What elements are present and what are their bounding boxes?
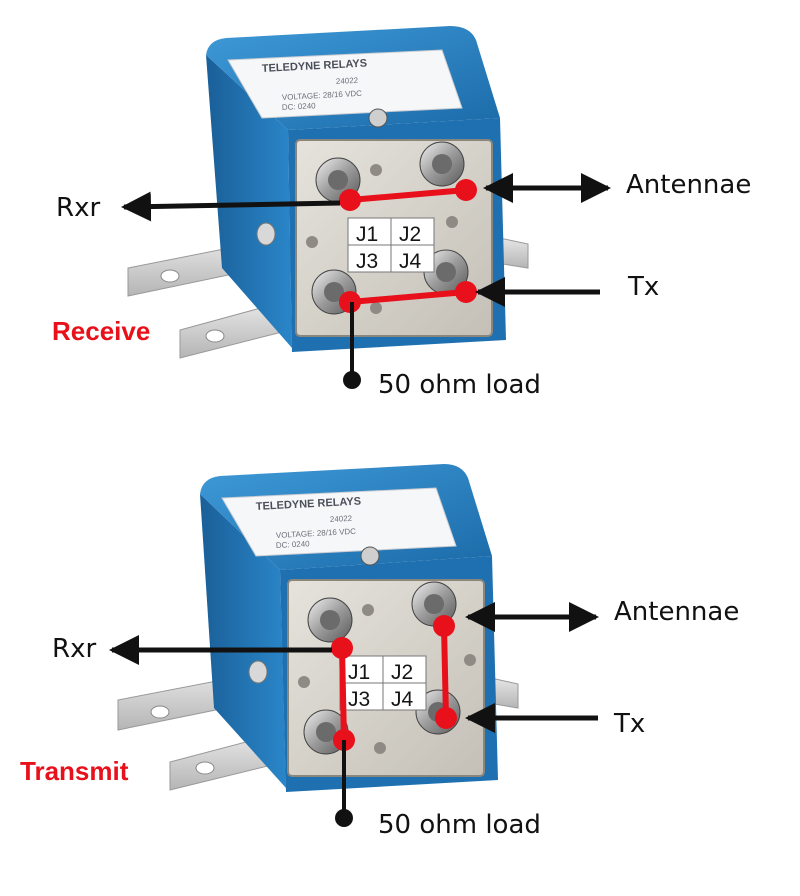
port-j2: J2 — [399, 223, 421, 246]
label-rxr: Rxr — [52, 634, 97, 664]
load-terminal-dot — [343, 371, 361, 389]
sma-connector — [411, 581, 457, 627]
load-terminal-dot — [335, 809, 353, 827]
port-j3: J3 — [356, 250, 378, 273]
relay-housing-side — [206, 55, 292, 348]
relay-receive: TELEDYNE RELAYS 24022 VOLTAGE: 28/16 VDC… — [121, 26, 611, 389]
red-path-rx-antenna — [349, 187, 467, 203]
product-label — [221, 487, 457, 557]
red-path-rx-load — [339, 647, 347, 741]
port-j1: J1 — [356, 223, 378, 246]
sma-connector — [307, 597, 353, 643]
red-path-antenna-tx — [441, 625, 449, 719]
port-j1: J1 — [348, 661, 370, 684]
red-path-load-tx — [349, 289, 467, 305]
mode-label-transmit: Transmit — [20, 756, 129, 786]
side-screw-icon — [248, 660, 268, 684]
side-screw-icon — [256, 222, 276, 246]
label-tx: Tx — [614, 709, 646, 739]
voltage-text: VOLTAGE: 28/16 VDC — [276, 527, 357, 540]
label-antennae: Antennae — [614, 597, 740, 627]
part-number: 24022 — [336, 76, 359, 86]
label-tx: Tx — [628, 272, 660, 302]
label-load: 50 ohm load — [378, 370, 541, 400]
port-j3: J3 — [348, 688, 370, 711]
relay-housing-side — [200, 494, 286, 788]
arrow-rx — [121, 191, 341, 222]
top-screw-icon — [368, 108, 388, 128]
port-j4: J4 — [391, 688, 414, 711]
brand-text: TELEDYNE RELAYS — [256, 495, 362, 512]
dc-text: DC: 0240 — [282, 101, 317, 112]
part-number: 24022 — [330, 514, 353, 524]
product-label — [227, 49, 463, 119]
brand-text: TELEDYNE RELAYS — [262, 57, 368, 74]
sma-connector — [423, 249, 469, 295]
top-screw-icon — [360, 546, 380, 566]
relay-transmit: TELEDYNE RELAYS 24022 VOLTAGE: 28/16 VDC… — [109, 464, 599, 827]
voltage-text: VOLTAGE: 28/16 VDC — [282, 89, 363, 102]
label-load: 50 ohm load — [378, 810, 541, 840]
label-antennae: Antennae — [626, 170, 752, 200]
port-j2: J2 — [391, 661, 413, 684]
dc-text: DC: 0240 — [276, 539, 311, 550]
sma-connector — [419, 141, 465, 187]
port-j4: J4 — [399, 250, 422, 273]
label-rxr: Rxr — [56, 193, 101, 223]
mode-label-receive: Receive — [52, 316, 151, 346]
